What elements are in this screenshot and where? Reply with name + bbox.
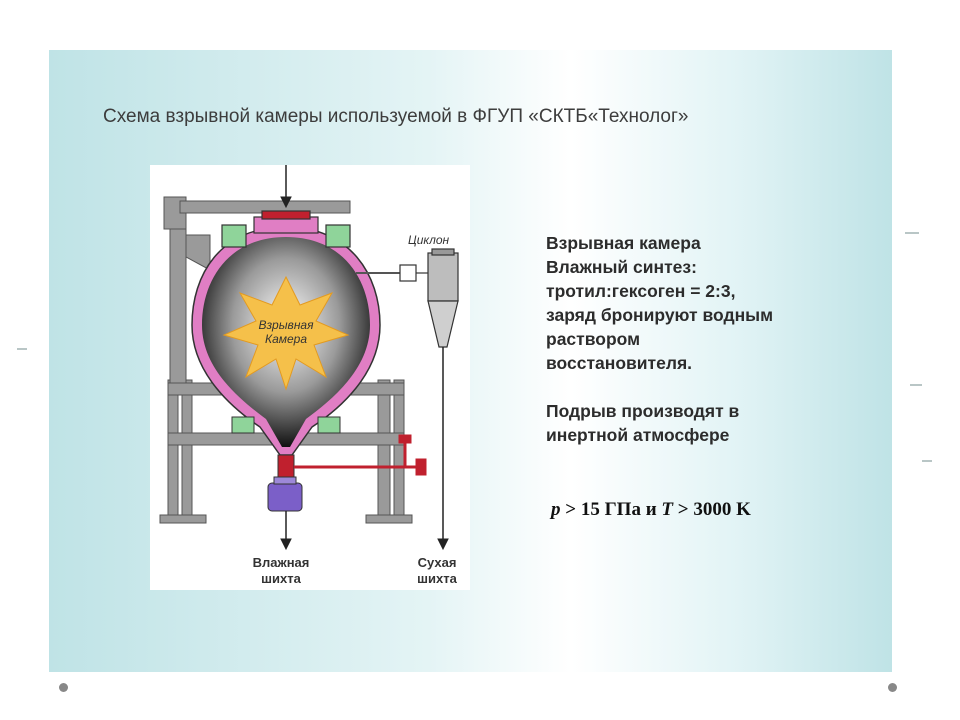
edge-mark [910,384,922,386]
collector-lid [273,476,297,485]
edge-mark [922,460,932,462]
wet-output-arrow [280,511,292,551]
conditions-formula: p > 15 ГПа и T > 3000 K [551,499,751,521]
formula-t-value: 3000 K [693,499,751,520]
chamber-label-line1: Взрывная [258,318,314,332]
top-hatch [221,210,351,248]
formula-gt-2: > [673,499,694,520]
discharge-pipe [277,434,427,478]
wet-label-line2: шихта [261,571,301,586]
formula-gt-1: > [560,499,581,520]
wet-label-line1: Влажная [253,555,310,570]
formula-p: p [551,499,561,520]
cyclone [356,248,459,348]
edge-mark [905,232,919,234]
lower-fitting-right [317,416,341,434]
desc-line-6: восстановителя. [546,353,693,373]
desc-line-8: инертной атмосфере [546,425,730,445]
desc-line-3: тротил:гексоген = 2:3, [546,281,736,301]
cyclone-label: Циклон [408,233,450,247]
formula-and: и [640,499,662,520]
dry-label-line2: шихта [417,571,457,586]
edge-mark [17,348,27,350]
corner-dot-right [888,683,897,692]
formula-t: T [661,499,674,520]
dry-label-line1: Сухая [418,555,457,570]
corner-dot-left [59,683,68,692]
desc-spacer [546,375,886,399]
formula-p-value: 15 ГПа [580,499,641,520]
desc-line-1: Взрывная камера [546,233,701,253]
desc-line-7: Подрыв производят в [546,401,740,421]
lower-fitting-left [231,416,255,434]
chamber-schematic: Взрывная Камера Циклон [159,165,459,586]
explosion-chamber-diagram: Взрывная Камера Циклон [150,165,470,590]
desc-line-2: Влажный синтез: [546,257,697,277]
desc-line-4: заряд бронируют водным [546,305,774,325]
feed-arrow [280,165,292,209]
wet-collector [267,482,303,512]
explosion-flash [222,275,350,391]
slide-title: Схема взрывной камеры используемой в ФГУ… [103,106,689,127]
chamber-label-line2: Камера [265,332,307,346]
dry-output-arrow [437,347,449,551]
process-description: Взрывная камера Влажный синтез: тротил:г… [546,231,886,447]
desc-line-5: раствором [546,329,641,349]
